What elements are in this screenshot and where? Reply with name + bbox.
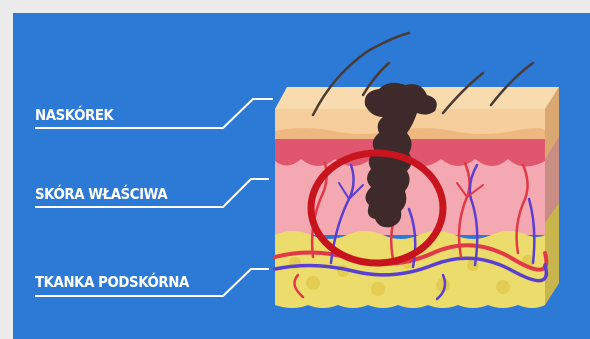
- hypodermis-layer: [275, 231, 545, 308]
- skin-cross-section-illustration: [13, 13, 590, 339]
- leader-line-dermis: [35, 179, 269, 207]
- leader-line-epidermis: [35, 99, 273, 128]
- leader-line-hypodermis: [35, 269, 269, 296]
- diagram-canvas: NASKÓREK SKÓRA WŁAŚCIWA TKANKA PODSKÓRNA: [13, 13, 590, 339]
